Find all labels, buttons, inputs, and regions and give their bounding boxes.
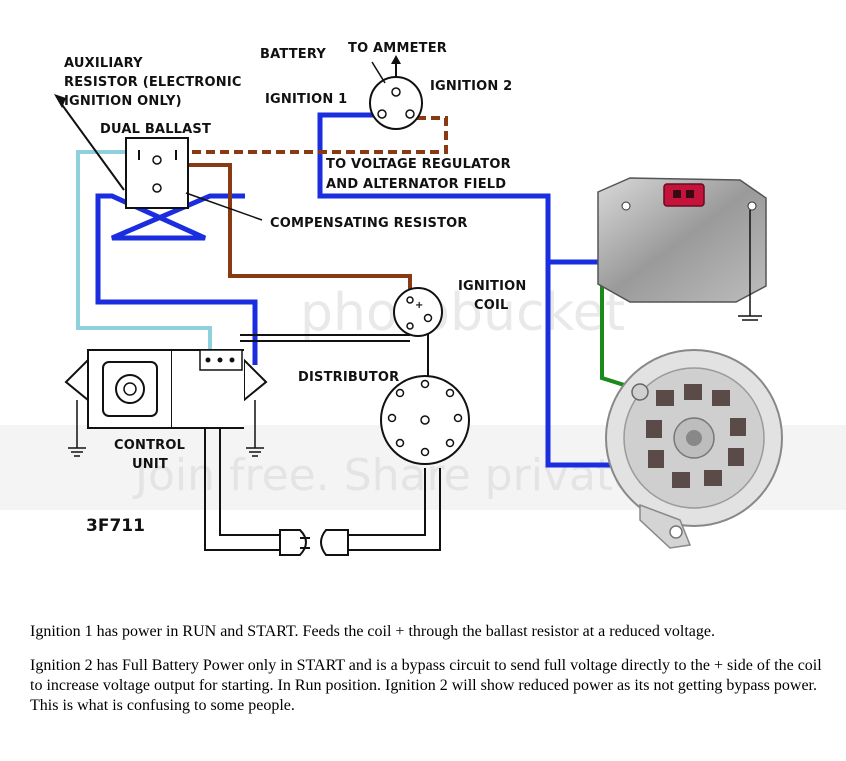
label-alternator-field: AND ALTERNATOR FIELD bbox=[326, 177, 506, 192]
explanation-notes: Ignition 1 has power in RUN and START. F… bbox=[30, 622, 830, 730]
label-aux-resistor-3: IGNITION ONLY) bbox=[64, 94, 182, 109]
label-ignition-1: IGNITION 1 bbox=[265, 92, 347, 107]
coil-plus-sign: + bbox=[415, 300, 424, 311]
label-to-voltage-regulator: TO VOLTAGE REGULATOR bbox=[326, 157, 511, 172]
figure-code: 3F711 bbox=[86, 516, 145, 536]
voltage-regulator bbox=[597, 177, 767, 321]
label-dual-ballast: DUAL BALLAST bbox=[100, 122, 211, 137]
label-ignition-coil-2: COIL bbox=[474, 298, 509, 313]
wire-brown-coil bbox=[188, 163, 412, 295]
diagram-labels: BATTERY TO AMMETER IGNITION 1 IGNITION 2… bbox=[64, 41, 526, 536]
plug-connector bbox=[279, 529, 349, 556]
label-distributor: DISTRIBUTOR bbox=[298, 370, 399, 385]
note-ignition-1: Ignition 1 has power in RUN and START. F… bbox=[30, 623, 715, 640]
note-ignition-2: Ignition 2 has Full Battery Power only i… bbox=[30, 657, 822, 714]
wiring-diagram: photobucket Join free. Share privately. bbox=[0, 41, 846, 556]
distributor bbox=[380, 375, 470, 465]
dual-ballast bbox=[54, 94, 263, 221]
wire-light-blue bbox=[76, 150, 212, 350]
wire-blue-ballast-loop bbox=[95, 193, 258, 365]
label-control-unit-2: UNIT bbox=[132, 457, 168, 472]
label-compensating-resistor: COMPENSATING RESISTOR bbox=[270, 216, 468, 231]
alternator bbox=[605, 349, 783, 549]
wire-brown-bypass bbox=[178, 116, 448, 154]
ignition-switch bbox=[369, 55, 423, 130]
label-to-ammeter: TO AMMETER bbox=[348, 41, 447, 56]
label-ignition-2: IGNITION 2 bbox=[430, 79, 512, 94]
ignition-coil: + bbox=[393, 287, 443, 337]
label-ignition-coil-1: IGNITION bbox=[458, 279, 526, 294]
label-control-unit-1: CONTROL bbox=[114, 438, 185, 453]
control-unit bbox=[64, 349, 268, 457]
label-aux-resistor-1: AUXILIARY bbox=[64, 56, 143, 71]
label-aux-resistor-2: RESISTOR (ELECTRONIC bbox=[64, 75, 242, 90]
watermark-logo: photobucket bbox=[300, 283, 625, 343]
label-battery: BATTERY bbox=[260, 47, 326, 62]
